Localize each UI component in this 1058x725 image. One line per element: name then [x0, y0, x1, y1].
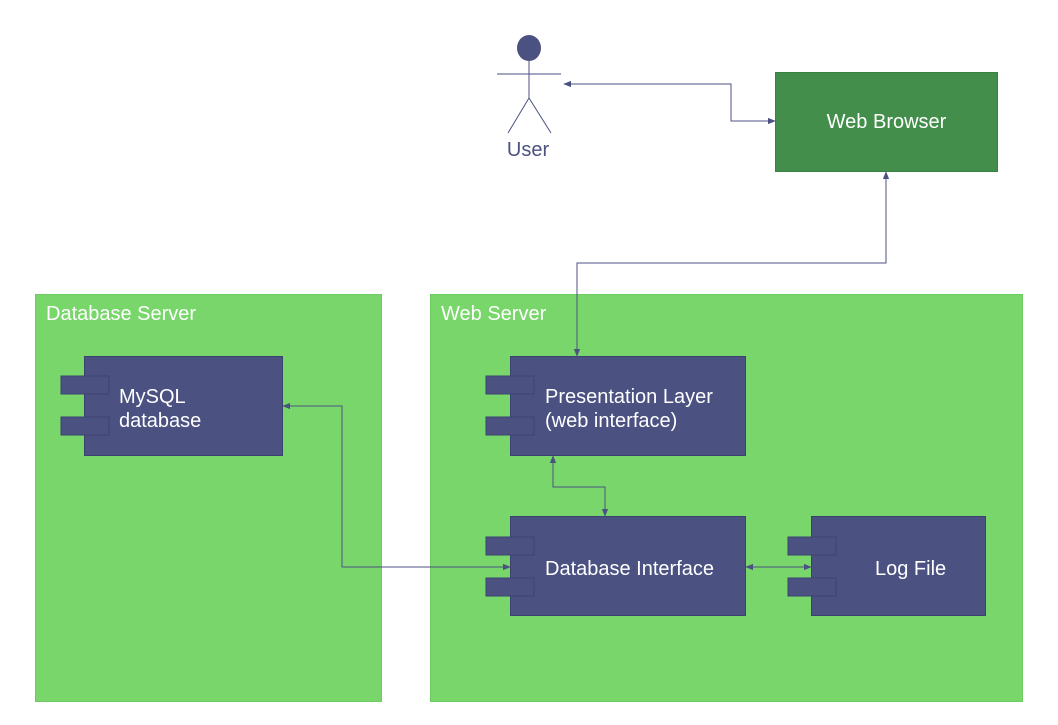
connector-dbinterface-mysql: [282, 402, 511, 571]
log-file-tab-top: [787, 536, 837, 556]
connector-presentation-dbinterface: [549, 455, 609, 517]
user-left-leg: [507, 97, 530, 134]
mysql-database-component[interactable]: MySQL database: [84, 356, 283, 456]
presentation-tab-top: [485, 375, 535, 395]
database-interface-component[interactable]: Database Interface: [510, 516, 746, 616]
database-server-title: Database Server: [46, 303, 197, 325]
log-file-tab-bottom: [787, 577, 837, 597]
mysql-database-label: MySQL database: [119, 386, 202, 432]
db-interface-tab-bottom: [485, 577, 535, 597]
presentation-layer-label: Presentation Layer (web interface): [545, 386, 713, 432]
connector-user-browser: [563, 80, 776, 125]
presentation-tab-bottom: [485, 416, 535, 436]
connectors: [282, 80, 890, 571]
user-head: [517, 35, 541, 61]
user-right-leg: [528, 97, 552, 134]
web-browser-label: Web Browser: [826, 110, 947, 133]
user-actor-icon: [497, 35, 561, 134]
db-interface-tab-top: [485, 536, 535, 556]
database-interface-label: Database Interface: [545, 558, 714, 580]
web-server-title: Web Server: [441, 303, 547, 325]
mysql-tab-top: [60, 375, 110, 395]
connector-browser-presentation: [573, 171, 890, 357]
web-browser-node[interactable]: Web Browser: [775, 72, 998, 172]
mysql-tab-bottom: [60, 416, 110, 436]
log-file-component[interactable]: Log File: [811, 516, 986, 616]
user-label: User: [506, 139, 550, 161]
log-file-label: Log File: [875, 558, 947, 580]
component-tabs: [60, 375, 837, 597]
